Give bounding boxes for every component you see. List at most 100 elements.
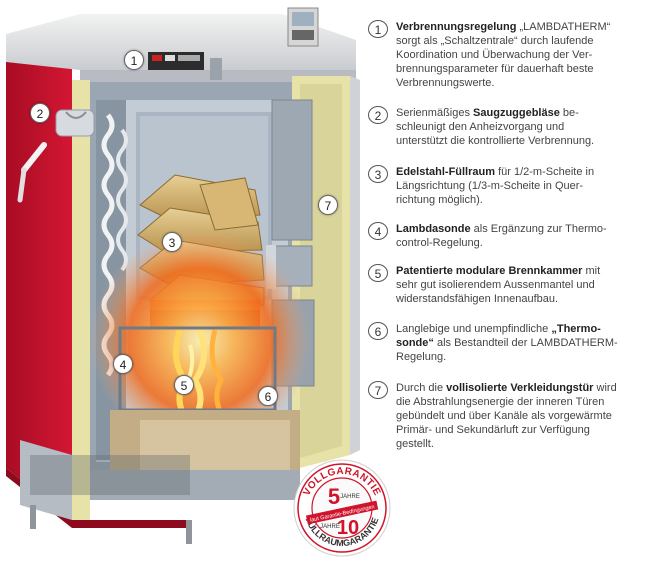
legend-number-badge: 3 [368, 165, 388, 183]
legend-number-badge: 1 [368, 20, 388, 38]
legend-text: wird [593, 382, 617, 394]
legend-text: be- [559, 107, 579, 119]
top-cover [6, 14, 356, 70]
seal-years-2: 10 [337, 517, 359, 539]
legend-line: Primär- und Sekundärluft zur Verfügung [396, 423, 648, 437]
legend-bold-text: Saugzuggebläse [473, 107, 560, 119]
legend-text: Längsrichtung (1/3-m-Scheite in Quer- [396, 180, 584, 192]
legend-line: gestellt. [396, 437, 648, 451]
legend-text: gebündelt und über Kanäle als vorgewärmt… [396, 410, 612, 422]
legend-bold-text: Verbrennungsregelung [396, 21, 517, 33]
legend-line: Langlebige und unempfindliche „Thermo- [396, 322, 648, 336]
legend-text: Langlebige und unempfindliche [396, 323, 552, 335]
left-red-casing [6, 44, 72, 520]
legend-number-badge: 4 [368, 222, 388, 240]
warranty-seal: VOLLGARANTIE FÜLLRAUMGARANTIE 5 JAHRE la… [293, 459, 391, 557]
legend-text: als Ergänzung zur Thermo- [470, 223, 607, 235]
legend-description: Verbrennungsregelung „LAMBDATHERM“sorgt … [396, 20, 648, 90]
legend-line: Patentierte modulare Brennkammer mit [396, 264, 648, 278]
legend-text: richtung möglich). [396, 194, 483, 206]
legend-text: schleunigt den Anheizvorgang und [396, 121, 565, 133]
legend-text: mit [582, 265, 601, 277]
legend-description: Serienmäßiges Saugzuggebläse be-schleuni… [396, 106, 648, 148]
legend-bold-text: Lambdasonde [396, 223, 471, 235]
legend-description: Langlebige und unempfindliche „Thermo-so… [396, 322, 648, 364]
legend-line: richtung möglich). [396, 193, 648, 207]
callout-4: 4 [113, 354, 133, 374]
legend-line: Regelung. [396, 350, 648, 364]
legend-line: Edelstahl-Füllraum für 1/2-m-Scheite in [396, 165, 648, 179]
legend-text: Durch die [396, 382, 447, 394]
legend-line: sehr gut isolierendem Aussenmantel und [396, 278, 648, 292]
callout-3: 3 [162, 232, 182, 252]
legend-line: Lambdasonde als Ergänzung zur Thermo- [396, 222, 648, 236]
legend-item-4: 4 Lambdasonde als Ergänzung zur Thermo-co… [368, 222, 648, 250]
callout-6: 6 [258, 386, 278, 406]
legend-text: Regelung. [396, 351, 447, 363]
callout-5: 5 [174, 375, 194, 395]
legend-text: Serienmäßiges [396, 107, 474, 119]
legend-number-badge: 2 [368, 106, 388, 124]
legend-item-7: 7 Durch die vollisolierte Verkleidungstür… [368, 381, 648, 451]
legend-text: brennungsparameter für dauerhaft beste [396, 63, 594, 75]
legend-bold-text: Patentierte modulare Brennkammer [396, 265, 583, 277]
legend-text: sorgt als „Schaltzentrale“ durch laufend… [396, 35, 594, 47]
right-outer-casing [350, 76, 360, 455]
legend-number-badge: 5 [368, 264, 388, 282]
legend-number-badge: 7 [368, 381, 388, 399]
callout-2: 2 [30, 103, 50, 123]
legend-line: widerstandsfähigen Innenaufbau. [396, 292, 648, 306]
legend-line: die Abstrahlungsenergie der inneren Türe… [396, 395, 648, 409]
insulation-left [72, 80, 90, 520]
inner-door-upper [271, 99, 313, 241]
legend-text: widerstandsfähigen Innenaufbau. [396, 293, 559, 305]
legend-text: Koordination und Überwachung der Ver- [396, 49, 593, 61]
legend-text: Primär- und Sekundärluft zur Verfügung [396, 424, 590, 436]
legend-line: Koordination und Überwachung der Ver- [396, 48, 648, 62]
door-handle [21, 142, 47, 173]
legend-text: Verbrennungswerte. [396, 77, 495, 89]
legend-line: schleunigt den Anheizvorgang und [396, 120, 648, 134]
legend-line: Serienmäßiges Saugzuggebläse be- [396, 106, 648, 120]
legend-item-6: 6 Langlebige und unempfindliche „Thermo-s… [368, 322, 648, 364]
legend-text: für 1/2-m-Scheite in [495, 166, 595, 178]
legend-line: control-Regelung. [396, 236, 648, 250]
legend-line: Verbrennungsregelung „LAMBDATHERM“ [396, 20, 648, 34]
seal-years-1-label: JAHRE [340, 494, 360, 500]
callout-1: 1 [124, 50, 144, 70]
legend-line: Durch die vollisolierte Verkleidungstür … [396, 381, 648, 395]
callout-7: 7 [318, 195, 338, 215]
legend-text: die Abstrahlungsenergie der inneren Türe… [396, 396, 605, 408]
legend-text: als Bestandteil der LAMBDATHERM- [433, 337, 618, 349]
legend-description: Lambdasonde als Ergänzung zur Thermo-con… [396, 222, 648, 250]
legend-bold-text: vollisolierte Verkleidungstür [446, 382, 594, 394]
legend-line: brennungsparameter für dauerhaft beste [396, 62, 648, 76]
seal-years-1: 5 [328, 484, 340, 509]
legend-line: unterstützt die kontrollierte Verbrennun… [396, 134, 648, 148]
legend-text: gestellt. [396, 438, 434, 450]
seal-years-2-label: JAHRE [320, 524, 340, 530]
legend-number-badge: 6 [368, 322, 388, 340]
legend-text: „LAMBDATHERM“ [516, 21, 611, 33]
legend-line: gebündelt und über Kanäle als vorgewärmt… [396, 409, 648, 423]
legend-text: control-Regelung. [396, 237, 483, 249]
legend-bold-text: „Thermo- [551, 323, 601, 335]
legend-item-3: 3 Edelstahl-Füllraum für 1/2-m-Scheite in… [368, 165, 648, 207]
legend-bold-text: Edelstahl-Füllraum [396, 166, 496, 178]
legend-line: sonde“ als Bestandteil der LAMBDATHERM- [396, 336, 648, 350]
suction-fan [55, 109, 95, 137]
boiler-cutaway-illustration [6, 7, 360, 544]
legend-item-2: 2 Serienmäßiges Saugzuggebläse be-schleun… [368, 106, 648, 148]
legend-line: sorgt als „Schaltzentrale“ durch laufend… [396, 34, 648, 48]
legend-line: Längsrichtung (1/3-m-Scheite in Quer- [396, 179, 648, 193]
legend-text: unterstützt die kontrollierte Verbrennun… [396, 135, 595, 147]
legend-text: sehr gut isolierendem Aussenmantel und [396, 279, 595, 291]
legend-bold-text: sonde“ [396, 337, 434, 349]
legend-description: Durch die vollisolierte Verkleidungstür … [396, 381, 648, 451]
legend-line: Verbrennungswerte. [396, 76, 648, 90]
